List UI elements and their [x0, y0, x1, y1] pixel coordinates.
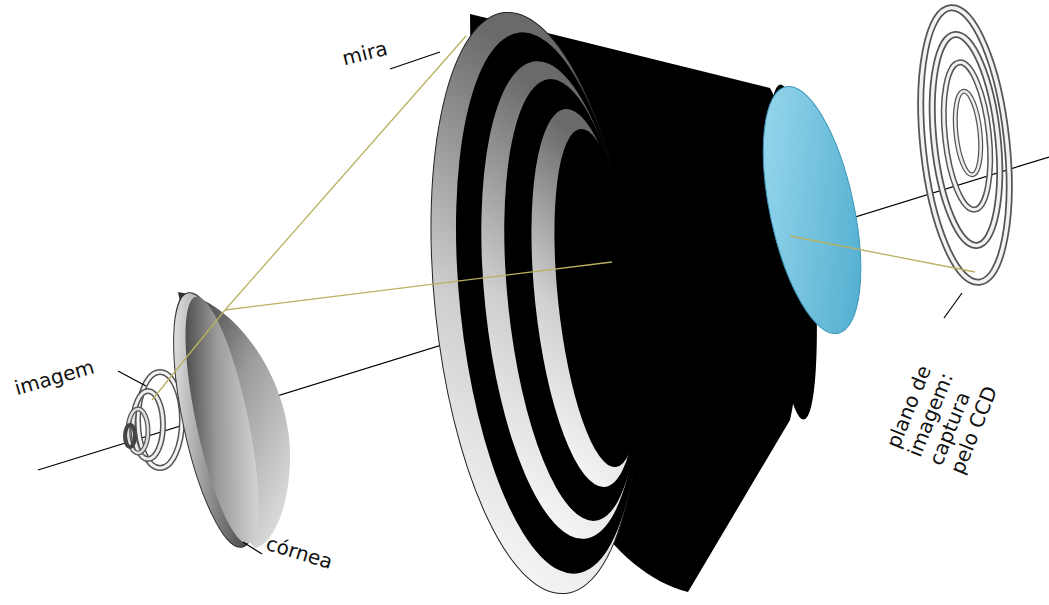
part-label: mira — [340, 37, 390, 70]
part-label: imagem — [12, 355, 97, 400]
part-label: plano de imagem: captura pelo CCD — [882, 343, 1008, 478]
part-label: córnea — [263, 532, 335, 574]
